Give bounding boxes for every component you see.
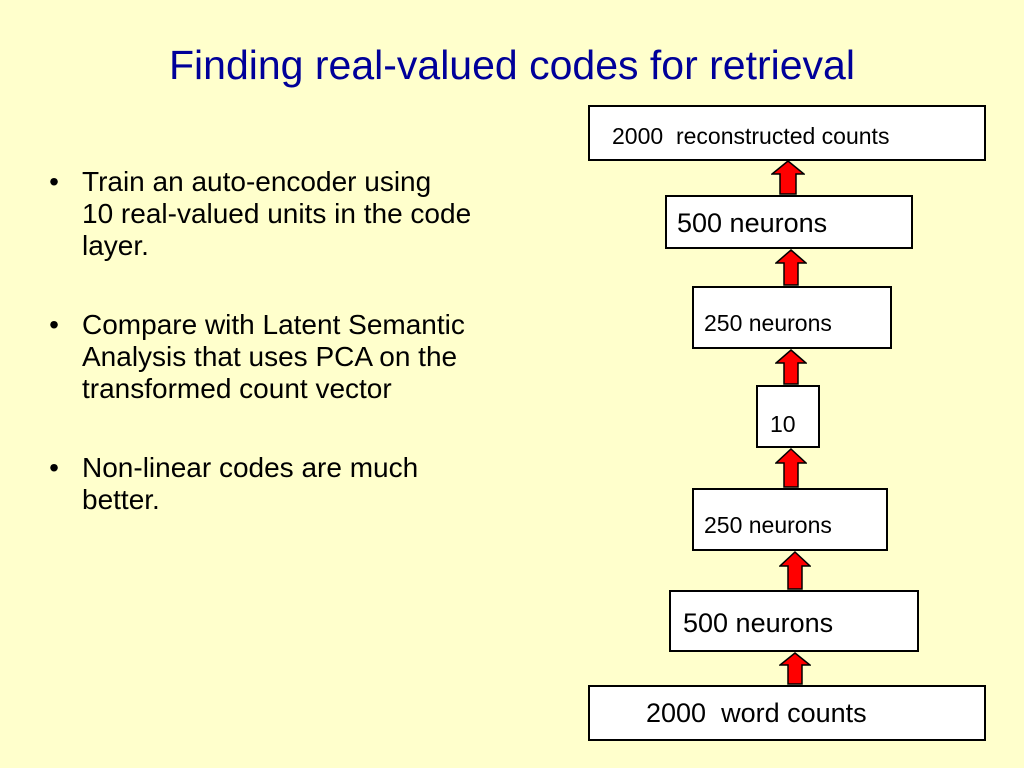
layer-box-word-counts: 2000 word counts <box>588 685 986 741</box>
arrow-up-icon <box>779 652 811 685</box>
bullet-text-line: layer. <box>82 230 149 261</box>
layer-box-500-neurons-encoder: 500 neurons <box>669 590 919 652</box>
arrow-up-icon <box>775 349 807 385</box>
bullet-text-line: Compare with Latent Semantic <box>82 309 465 340</box>
layer-box-250-neurons-decoder: 250 neurons <box>692 286 892 349</box>
bullet-item: • Train an auto-encoder using 10 real-va… <box>42 166 572 262</box>
layer-box-reconstructed-counts: 2000 reconstructed counts <box>588 105 986 161</box>
arrow-up-icon <box>779 551 811 590</box>
slide-title: Finding real-valued codes for retrieval <box>169 42 855 88</box>
bullet-text-line: Train an auto-encoder using <box>82 166 432 197</box>
layer-box-code-10: 10 <box>756 385 820 448</box>
arrow-up-icon <box>775 249 807 286</box>
arrow-up-icon <box>775 448 807 488</box>
layer-box-250-neurons-encoder: 250 neurons <box>692 488 888 551</box>
bullet-text-line: 10 real-valued units in the code <box>82 198 472 229</box>
bullet-text-line: Analysis that uses PCA on the <box>82 341 458 372</box>
bullet-text-line: transformed count vector <box>82 373 392 404</box>
bullet-symbol: • <box>49 452 59 483</box>
arrow-up-icon <box>771 160 805 195</box>
bullet-symbol: • <box>49 309 59 340</box>
bullet-item: • Non-linear codes are much better. <box>42 452 572 516</box>
layer-box-500-neurons-decoder: 500 neurons <box>665 195 913 249</box>
bullet-list: • Train an auto-encoder using 10 real-va… <box>42 166 572 563</box>
bullet-symbol: • <box>49 166 59 197</box>
bullet-text-line: Non-linear codes are much <box>82 452 419 483</box>
bullet-text-line: better. <box>82 484 160 515</box>
bullet-item: • Compare with Latent Semantic Analysis … <box>42 309 572 405</box>
